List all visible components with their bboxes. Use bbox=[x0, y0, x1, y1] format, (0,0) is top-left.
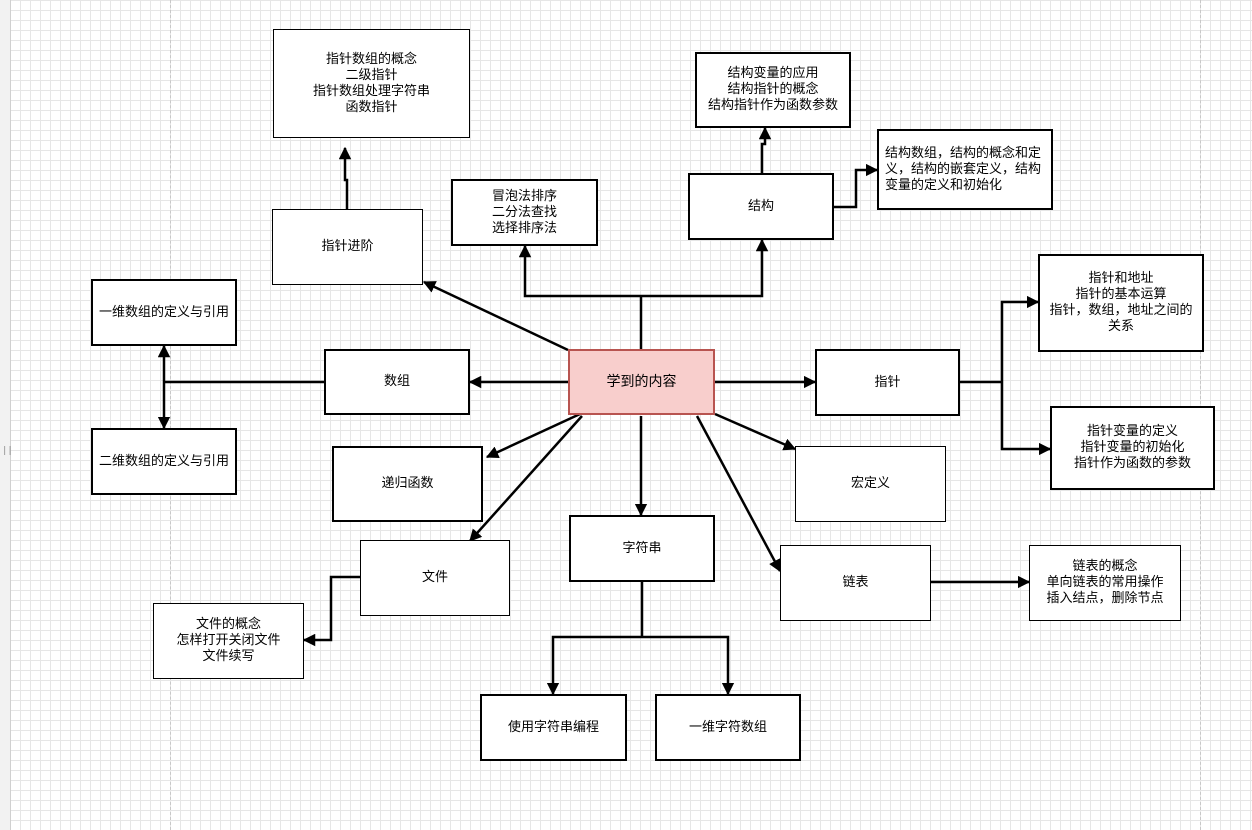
node-pointer-detail-top[interactable]: 指针和地址 指针的基本运算 指针，数组，地址之间的关系 bbox=[1038, 254, 1204, 352]
edge-center-file bbox=[469, 415, 583, 542]
node-pointer-detail-bottom[interactable]: 指针变量的定义 指针变量的初始化 指针作为函数的参数 bbox=[1050, 406, 1215, 490]
node-file[interactable]: 文件 bbox=[360, 540, 510, 616]
edge-pointer-detail-top bbox=[1000, 295, 1040, 382]
node-linked-list-detail[interactable]: 链表的概念 单向链表的常用操作 插入结点，删除节点 bbox=[1029, 545, 1181, 621]
node-string-1d-array[interactable]: 一维字符数组 bbox=[655, 694, 801, 761]
node-recursion[interactable]: 递归函数 bbox=[332, 446, 483, 522]
node-struct[interactable]: 结构 bbox=[688, 173, 834, 240]
node-struct-detail-right[interactable]: 结构数组，结构的概念和定义，结构的嵌套定义，结构变量的定义和初始化 bbox=[877, 129, 1053, 210]
node-file-detail[interactable]: 文件的概念 怎样打开关闭文件 文件续写 bbox=[153, 603, 304, 679]
node-pointer-advanced-detail[interactable]: 指针数组的概念 二级指针 指针数组处理字符串 函数指针 bbox=[273, 29, 470, 138]
edge-pointer-detail-bottom bbox=[1000, 382, 1052, 456]
edge-struct-detail-right bbox=[834, 163, 879, 209]
node-array-2d[interactable]: 二维数组的定义与引用 bbox=[91, 428, 237, 495]
edge-center-recursion bbox=[485, 412, 581, 459]
node-sort-search[interactable]: 冒泡法排序 二分法查找 选择排序法 bbox=[451, 179, 598, 246]
left-panel-edge: || bbox=[0, 0, 13, 830]
node-pointer[interactable]: 指针 bbox=[815, 349, 960, 416]
node-pointer-advanced[interactable]: 指针进阶 bbox=[272, 209, 423, 285]
page-guide-left bbox=[170, 0, 171, 830]
edge-string-1d bbox=[642, 635, 735, 696]
node-array[interactable]: 数组 bbox=[324, 349, 470, 415]
edge-center-linked-list bbox=[695, 415, 782, 573]
edge-center-struct bbox=[641, 238, 769, 298]
node-linked-list[interactable]: 链表 bbox=[780, 545, 931, 621]
node-string-programming[interactable]: 使用字符串编程 bbox=[480, 694, 627, 761]
edge-center-sort bbox=[518, 244, 641, 298]
edge-file-detail bbox=[302, 575, 360, 647]
node-string[interactable]: 字符串 bbox=[569, 515, 715, 582]
edge-center-pointer-adv bbox=[422, 280, 569, 352]
edge-string-prog bbox=[546, 635, 642, 696]
node-struct-detail-top[interactable]: 结构变量的应用 结构指针的概念 结构指针作为函数参数 bbox=[695, 52, 851, 128]
edge-struct-detail-top bbox=[758, 126, 772, 173]
node-center-topic[interactable]: 学到的内容 bbox=[568, 349, 715, 415]
panel-resize-grip-icon[interactable]: || bbox=[2, 446, 13, 456]
node-macro[interactable]: 宏定义 bbox=[795, 446, 946, 522]
edge-center-macro bbox=[714, 412, 797, 451]
node-array-1d[interactable]: 一维数组的定义与引用 bbox=[91, 279, 237, 346]
edge-pointer-adv-detail bbox=[338, 146, 352, 209]
